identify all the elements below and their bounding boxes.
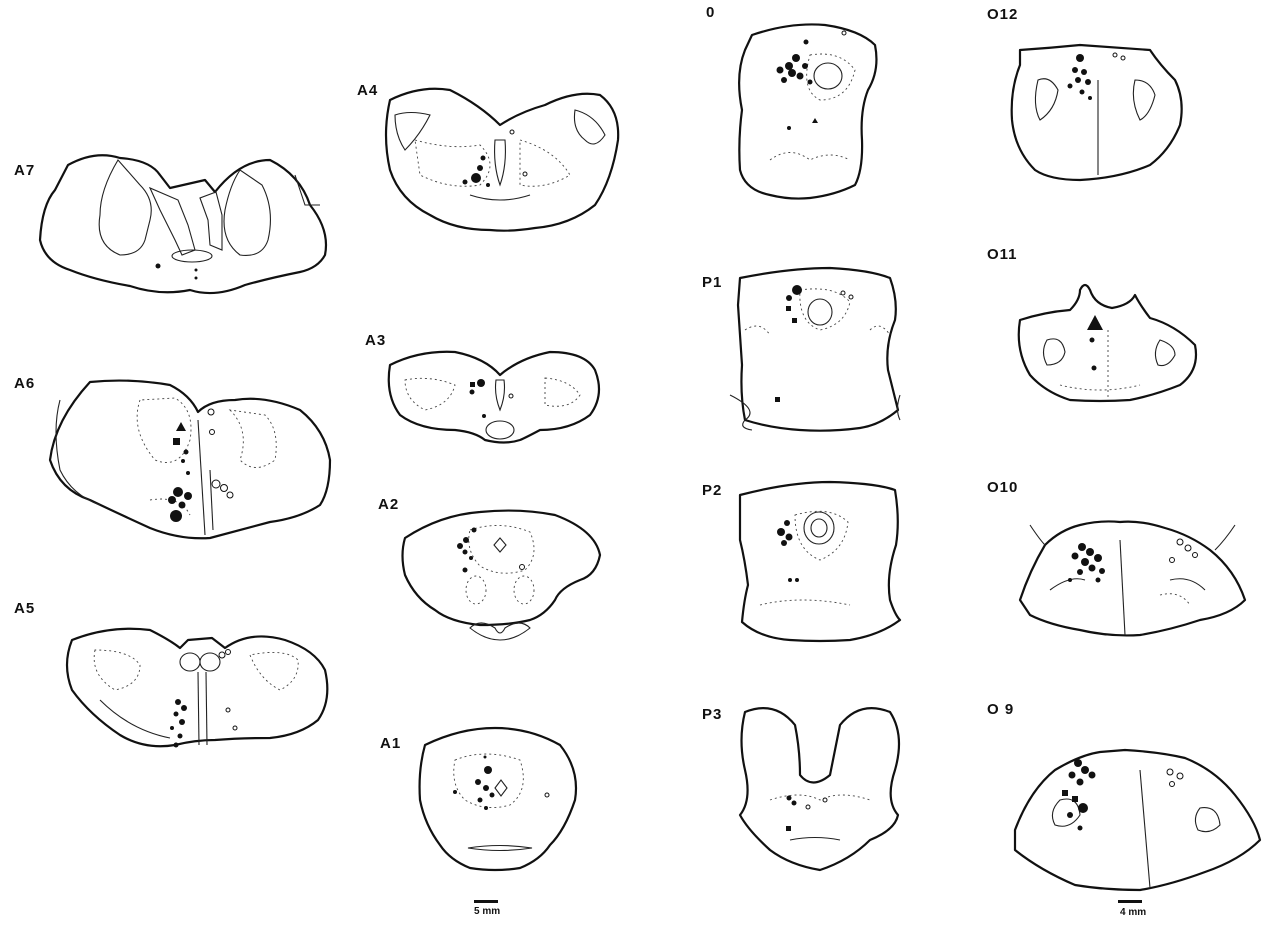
section-A5 [67,629,327,748]
section-O10 [1020,521,1245,635]
section-A3 [389,352,599,443]
section-P2 [740,482,900,641]
section-O11 [1019,285,1196,401]
section-A4 [386,89,618,231]
section-O9 [1015,750,1260,890]
section-P1 [730,268,900,431]
section-0 [739,24,876,198]
scale-bar-4mm [1118,900,1142,903]
section-A2 [403,511,601,640]
section-A7 [40,155,326,293]
section-A6 [50,381,330,539]
section-A1 [420,728,576,870]
section-P3 [740,708,899,870]
section-O12 [1012,45,1182,180]
scale-bar-5mm [474,900,498,903]
